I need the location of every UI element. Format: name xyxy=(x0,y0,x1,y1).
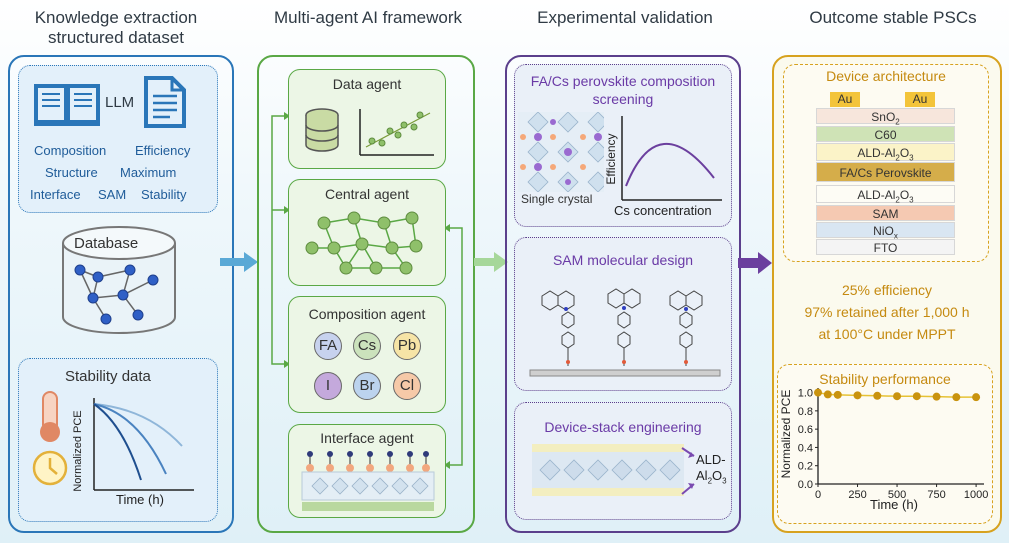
result-retention: 97% retained after 1,000 h xyxy=(804,304,970,320)
tag-efficiency: Efficiency xyxy=(135,143,191,158)
y-tick-label: 0.4 xyxy=(798,442,813,454)
stability-performance-y-label: Normalized PCE xyxy=(779,389,793,479)
data-point xyxy=(893,392,902,401)
data-point xyxy=(814,388,822,397)
tag-structure: Structure xyxy=(45,165,98,180)
tag-composition: Composition xyxy=(34,143,107,158)
composition-agent-label: Composition agent xyxy=(308,306,426,322)
x-tick-label: 500 xyxy=(888,489,906,501)
stability-performance-x-label: Time (h) xyxy=(870,497,918,512)
framework-panel xyxy=(257,55,475,533)
network-icon xyxy=(305,211,423,275)
stability-performance-chart: 0.0 0.2 0.4 0.6 0.8 1.0 0 250 500 750 1000 xyxy=(798,388,989,501)
left-bracket-connector xyxy=(271,112,290,368)
layer-niox: NiOx xyxy=(816,222,955,240)
data-point xyxy=(952,393,961,402)
stack-arrows-icon xyxy=(681,447,695,495)
knowledge-panel xyxy=(8,55,234,533)
book-icon xyxy=(34,84,100,126)
element-pb: Pb xyxy=(393,332,421,360)
data-agent-label: Data agent xyxy=(332,76,402,92)
database-label: Database xyxy=(74,235,139,252)
stability-performance-box xyxy=(777,364,993,524)
element-fa: FA xyxy=(314,332,342,360)
central-agent-label: Central agent xyxy=(324,186,410,202)
sam-molecules-icon xyxy=(529,288,721,377)
ald-label: ALD-Al2O3 xyxy=(696,452,727,486)
data-point xyxy=(853,391,862,400)
y-tick-label: 0.8 xyxy=(798,406,813,418)
thermometer-icon xyxy=(32,391,68,486)
interface-agent-label: Interface agent xyxy=(320,430,414,446)
result-conditions: at 100°C under MPPT xyxy=(818,326,956,342)
stability-data-y-label: Normalized PCE xyxy=(72,410,84,492)
x-tick-label: 250 xyxy=(848,489,866,501)
data-point xyxy=(932,392,941,401)
layer-c60: C60 xyxy=(816,126,955,142)
llm-label: LLM xyxy=(105,94,135,111)
stability-data-chart xyxy=(93,398,194,491)
data-point xyxy=(912,392,921,401)
col4-title: Outcome stable PSCs xyxy=(809,8,977,27)
series-line xyxy=(817,391,977,398)
device-architecture-title: Device architecture xyxy=(826,68,946,84)
stability-data-x-label: Time (h) xyxy=(116,492,164,507)
database-icon xyxy=(62,226,176,334)
element-cs: Cs xyxy=(353,332,381,360)
au-right: Au xyxy=(905,92,935,107)
interface-structure-icon xyxy=(301,451,435,511)
result-efficiency: 25% efficiency xyxy=(841,282,932,298)
col3-title: Experimental validation xyxy=(537,8,713,27)
sam-design-box xyxy=(514,237,732,391)
x-tick-label: 1000 xyxy=(964,489,988,501)
arrow-right-icon-2 xyxy=(474,252,508,272)
tag-interface: Interface xyxy=(30,187,81,202)
data-agent-icon xyxy=(305,108,434,156)
data-point xyxy=(873,391,882,400)
arrow-right-icon xyxy=(220,252,258,272)
layer-perovskite: FA/Cs Perovskite xyxy=(816,162,955,182)
layer-sam: SAM xyxy=(816,205,955,221)
element-i: I xyxy=(314,372,342,400)
cs-axis-label: Cs concentration xyxy=(614,203,712,218)
y-tick-label: 0.0 xyxy=(798,479,813,491)
layer-ald-top: ALD-Al2O3 xyxy=(816,143,955,162)
layer-sno2: SnO2 xyxy=(816,108,955,126)
efficiency-curve-chart xyxy=(621,116,722,201)
crystal-label: Single crystal xyxy=(521,192,593,206)
layer-fto: FTO xyxy=(816,239,955,255)
sam-design-title: SAM molecular design xyxy=(552,252,694,268)
single-crystal-icon xyxy=(518,112,604,192)
data-point xyxy=(833,390,842,399)
layer-ald-bottom: ALD-Al2O3 xyxy=(816,185,955,204)
y-tick-label: 1.0 xyxy=(798,388,813,400)
stack-structure-icon xyxy=(532,444,684,496)
stability-data-title: Stability data xyxy=(65,368,151,385)
stability-performance-title: Stability performance xyxy=(819,371,951,387)
x-tick-label: 0 xyxy=(815,489,821,501)
efficiency-axis-label: Efficiency xyxy=(604,133,618,185)
tag-maximum: Maximum xyxy=(120,165,177,180)
col2-title: Multi-agent AI framework xyxy=(273,8,462,27)
arrow-right-icon-3 xyxy=(738,252,772,274)
data-point xyxy=(823,390,832,399)
stack-engineering-title: Device-stack engineering xyxy=(544,419,702,435)
x-tick-label: 750 xyxy=(927,489,945,501)
data-point xyxy=(972,393,981,402)
document-icon xyxy=(144,76,186,128)
y-tick-label: 0.6 xyxy=(798,424,813,436)
tag-stability: Stability xyxy=(141,187,187,202)
element-cl: Cl xyxy=(393,372,421,400)
col1-title: Knowledge extraction structured dataset xyxy=(34,8,198,47)
element-br: Br xyxy=(353,372,381,400)
tag-sam: SAM xyxy=(98,187,127,202)
validation-panel xyxy=(505,55,741,533)
au-left: Au xyxy=(830,92,860,107)
screening-title: FA/Cs perovskite composition screening xyxy=(530,73,716,107)
y-tick-label: 0.2 xyxy=(798,461,813,473)
right-bracket-connector xyxy=(444,224,463,469)
